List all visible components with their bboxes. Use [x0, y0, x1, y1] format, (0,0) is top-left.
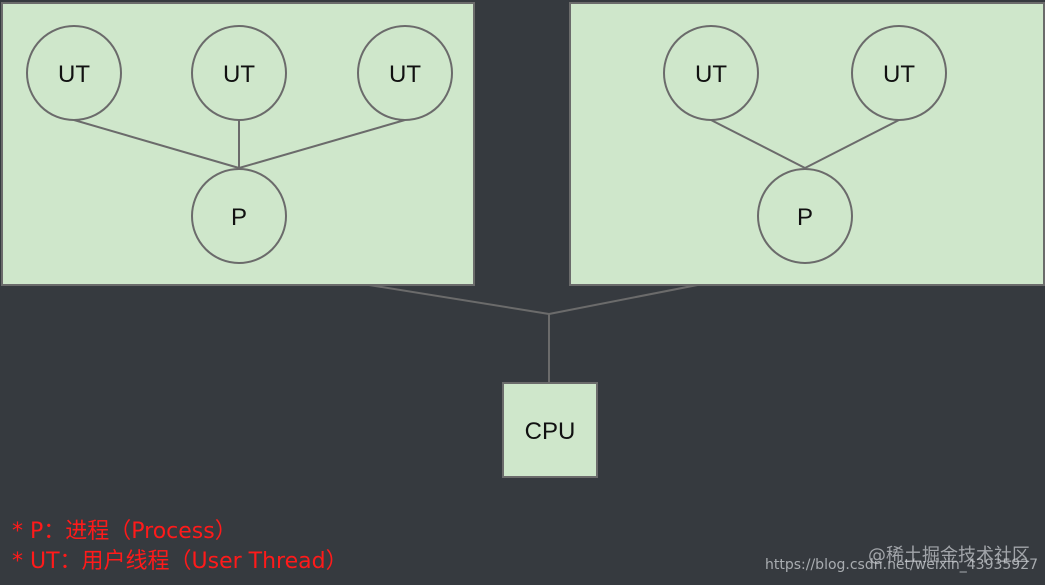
- left-thread-node: UT: [26, 25, 122, 121]
- thread-label: UT: [695, 61, 727, 88]
- edge-left-ut1-p: [73, 119, 240, 169]
- edge-left-ut3-p: [238, 119, 406, 169]
- left-process-node: P: [191, 168, 287, 264]
- inner-edges: [73, 119, 900, 169]
- watermark-url: https://blog.csdn.net/weixin_43935927: [765, 557, 1039, 573]
- cpu-label: CPU: [525, 418, 576, 445]
- thread-label: UT: [389, 61, 421, 88]
- right-process-node: P: [757, 168, 853, 264]
- edge-right-ut1-p: [710, 119, 806, 169]
- process-label: P: [797, 204, 813, 231]
- thread-label: UT: [58, 61, 90, 88]
- process-label: P: [231, 204, 247, 231]
- legend-process: * P：进程（Process）: [12, 519, 237, 544]
- edge-right-ut2-p: [804, 119, 900, 169]
- cpu-node: CPU: [502, 382, 598, 478]
- left-thread-node: UT: [357, 25, 453, 121]
- watermark-brand: @稀土掘金技术社区: [868, 545, 1030, 566]
- thread-label: UT: [223, 61, 255, 88]
- legend-user-thread: * UT：用户线程（User Thread）: [12, 549, 348, 574]
- thread-label: UT: [883, 61, 915, 88]
- left-thread-node: UT: [191, 25, 287, 121]
- right-thread-node: UT: [851, 25, 947, 121]
- right-thread-node: UT: [663, 25, 759, 121]
